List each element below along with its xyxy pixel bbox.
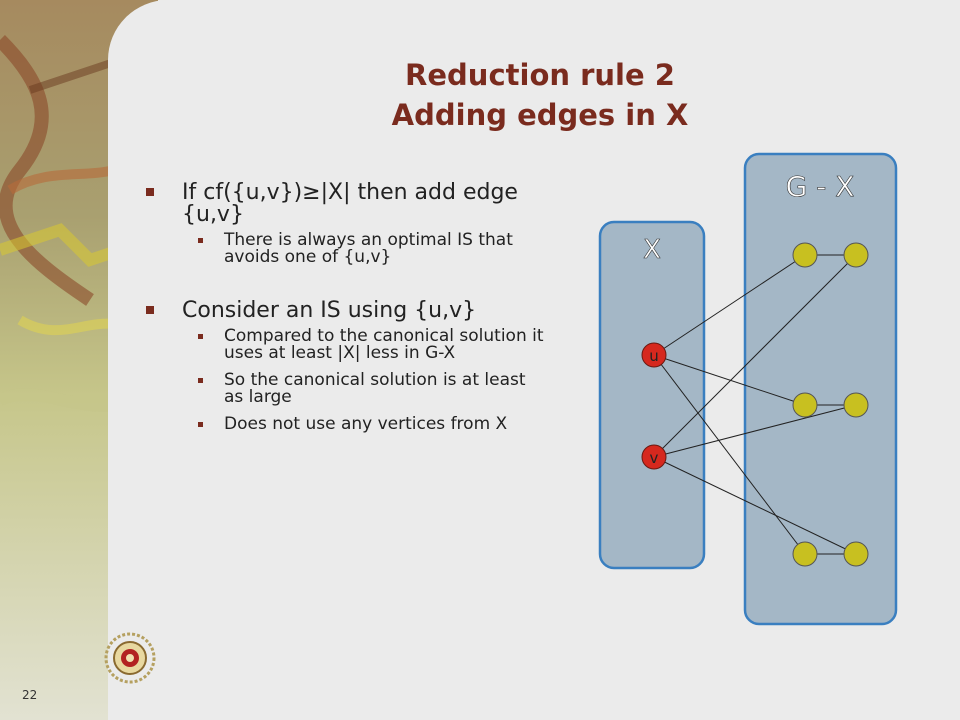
slide-title: Reduction rule 2 Adding edges in X	[300, 55, 780, 135]
edge	[653, 254, 857, 458]
vertex-u-label: u	[649, 347, 659, 365]
university-seal-logo	[104, 632, 156, 684]
vertex-v	[641, 444, 667, 470]
vertex-gx	[792, 242, 818, 268]
sub-bullet-item: Does not use any vertices from X	[146, 416, 546, 433]
vertex-gx	[792, 541, 818, 567]
box-x	[598, 220, 706, 570]
sub-bullet-text: So the canonical solution is at least as…	[224, 370, 526, 407]
vertex-gx	[792, 392, 818, 418]
bullet-item: If cf({u,v})≥|X| then add edge {u,v}	[146, 182, 546, 226]
sub-bullet-marker-icon	[198, 238, 203, 243]
title-line-1: Reduction rule 2	[405, 58, 675, 92]
sub-bullet-marker-icon	[198, 334, 203, 339]
box-x-label: X	[643, 235, 661, 265]
vertex-gx	[843, 541, 869, 567]
vertex-u	[641, 342, 667, 368]
bullet-text: Consider an IS using {u,v}	[182, 298, 477, 323]
title-line-2: Adding edges in X	[391, 98, 689, 132]
edge	[653, 354, 806, 555]
sub-bullet-text: Does not use any vertices from X	[224, 414, 508, 434]
sub-bullet-item: So the canonical solution is at least as…	[146, 372, 546, 406]
edge	[653, 354, 806, 406]
bullet-list: If cf({u,v})≥|X| then add edge {u,v} The…	[146, 182, 546, 443]
sub-bullet-marker-icon	[198, 422, 203, 427]
bullet-marker-icon	[146, 306, 154, 314]
vertex-gx	[843, 242, 869, 268]
bullet-item: Consider an IS using {u,v}	[146, 300, 546, 322]
page-number: 22	[22, 688, 38, 702]
vertex-v-label: v	[650, 449, 659, 467]
bullet-text: If cf({u,v})≥|X| then add edge {u,v}	[182, 180, 518, 227]
box-gx-label: G - X	[786, 170, 855, 203]
sub-bullet-item: Compared to the canonical solution it us…	[146, 328, 546, 362]
edge	[653, 404, 857, 458]
edge	[653, 254, 806, 356]
sub-bullet-text: Compared to the canonical solution it us…	[224, 326, 544, 363]
sub-bullet-marker-icon	[198, 378, 203, 383]
vertex-gx	[843, 392, 869, 418]
box-g-minus-x	[743, 152, 898, 626]
decorative-pattern	[0, 35, 154, 412]
edge	[653, 456, 857, 555]
bullet-marker-icon	[146, 188, 154, 196]
sub-bullet-item: There is always an optimal IS that avoid…	[146, 232, 546, 266]
sub-bullet-text: There is always an optimal IS that avoid…	[224, 230, 513, 267]
